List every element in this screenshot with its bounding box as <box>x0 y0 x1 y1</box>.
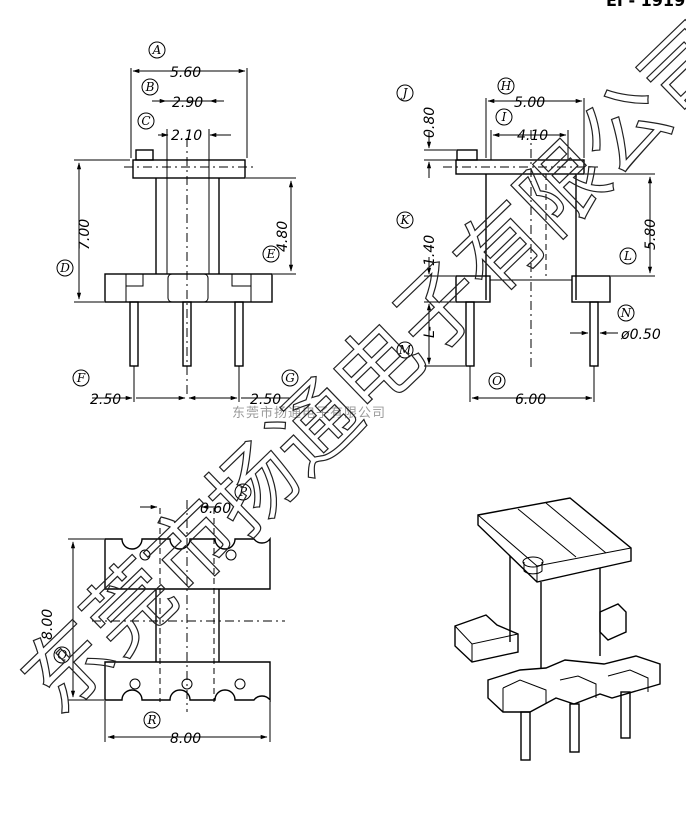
callout-h: H <box>500 79 512 93</box>
iso-base <box>487 655 661 713</box>
dim-a: 5.60 <box>170 65 201 81</box>
dim-r: 8.00 <box>170 731 201 747</box>
callout-o: O <box>492 374 502 388</box>
callout-r: R <box>146 713 156 727</box>
callout-d: D <box>59 261 70 275</box>
dim-d: 7.00 <box>77 219 93 250</box>
dim-n: ø0.50 <box>620 327 661 343</box>
callout-e: E <box>266 247 276 261</box>
side-base-right <box>571 275 611 303</box>
dim-o: 6.00 <box>515 392 546 408</box>
dim-b: 2.90 <box>172 95 203 111</box>
side-top-boss <box>456 149 478 161</box>
corner-title: EI - 1919 <box>606 0 685 10</box>
callout-l: L <box>623 249 632 263</box>
dim-q: 8.00 <box>40 609 56 640</box>
dim-i: 4.10 <box>517 128 548 144</box>
callout-k: K <box>400 213 411 227</box>
watermark-large: 东莞市扬通电子有限公司 <box>3 4 686 733</box>
callout-m: M <box>398 343 412 357</box>
top-view-flange-lower <box>104 661 271 703</box>
front-base <box>104 273 273 303</box>
watermark-small: 东莞市扬通电子有限公司 <box>232 405 386 421</box>
front-pin-left <box>129 301 139 367</box>
callout-f: F <box>76 371 86 385</box>
dim-f: 2.50 <box>90 392 121 408</box>
callout-a: A <box>152 43 162 57</box>
iso-pin-left <box>520 711 531 761</box>
dim-g: 2.50 <box>250 392 281 408</box>
dim-m: L- <box>422 326 438 338</box>
callout-j: J <box>400 86 409 100</box>
dim-h: 5.00 <box>514 95 545 111</box>
front-top-boss <box>135 149 154 161</box>
front-view: A 5.60 B 2.90 C 2.10 D 7.00 E 4.80 <box>56 41 299 408</box>
side-pin-right <box>589 301 599 367</box>
isometric-view <box>454 497 661 761</box>
dim-l: 5.80 <box>643 219 659 250</box>
front-pin-right <box>234 301 244 367</box>
front-top-flange <box>132 159 246 179</box>
dim-p: 0.60 <box>200 501 231 517</box>
dim-k: 1.40 <box>422 235 438 266</box>
dim-c: 2.10 <box>171 128 202 144</box>
callout-g: G <box>285 371 295 385</box>
dim-j: 0.80 <box>422 107 438 138</box>
top-view-flange-upper <box>104 536 271 590</box>
iso-pin-right <box>620 691 631 739</box>
callout-b: B <box>145 80 155 94</box>
iso-pin-mid <box>569 703 580 753</box>
iso-top-flange <box>477 497 632 583</box>
callout-q: Q <box>57 648 67 662</box>
callout-n: N <box>620 306 632 320</box>
side-view: H 5.00 I 4.10 J 0.80 K 1.40 L 5.80 M <box>396 77 661 408</box>
callout-i: I <box>501 110 507 124</box>
dim-e: 4.80 <box>275 221 291 252</box>
callout-p: P <box>238 485 248 499</box>
callout-c: C <box>141 114 150 128</box>
top-view: P 0.60 Q 8.00 R 8.00 <box>40 483 285 747</box>
